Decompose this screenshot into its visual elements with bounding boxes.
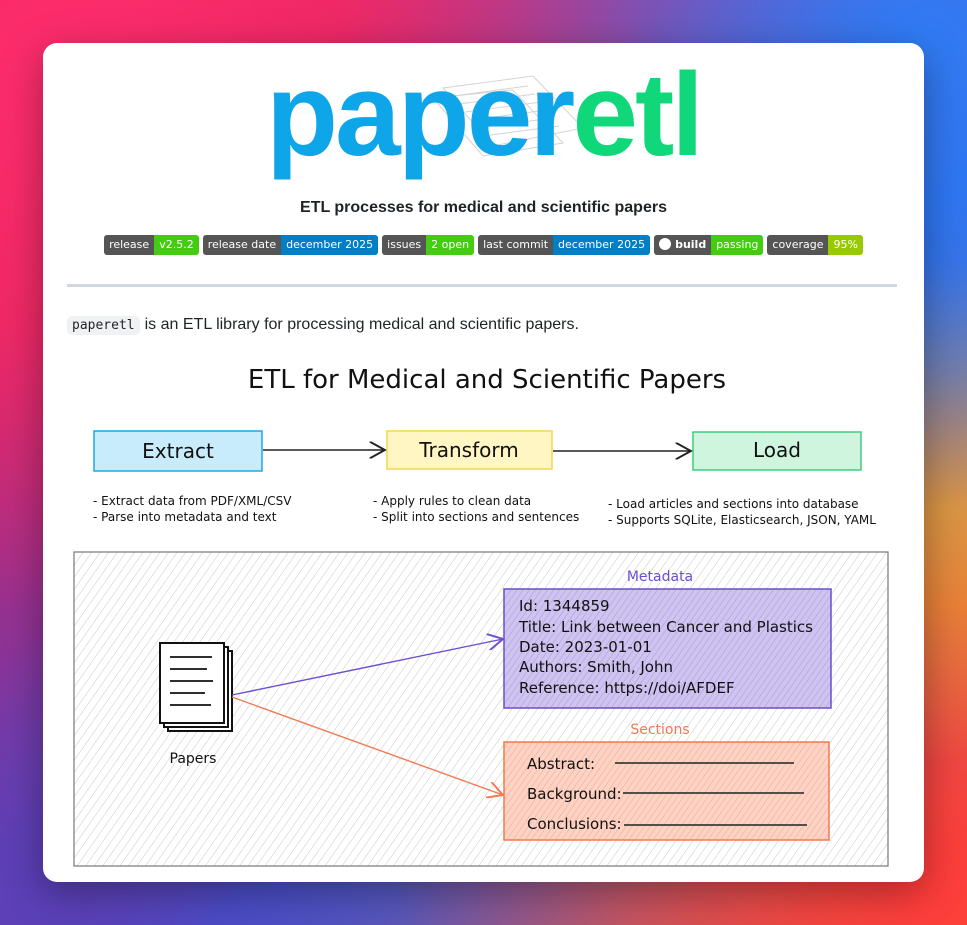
papers-label: Papers — [170, 751, 217, 767]
arrow-papers-metadata — [231, 639, 503, 696]
divider — [67, 284, 897, 287]
badge-value: passing — [711, 235, 764, 255]
paper-sketch-decoration — [431, 75, 584, 157]
metadata-box — [503, 588, 832, 709]
metadata-title: Metadata — [627, 569, 693, 585]
badge-label: release date — [202, 235, 282, 255]
arrow-papers-sections — [231, 696, 503, 795]
badge-value: december 2025 — [553, 235, 651, 255]
badge-value: v2.5.2 — [154, 235, 199, 255]
intro-text: is an ETL library for processing medical… — [144, 316, 579, 333]
logo-part-etl: etl — [572, 49, 704, 181]
stage-load: Load — [692, 431, 862, 471]
sections-title: Sections — [630, 722, 689, 738]
stage-transform: Transform — [386, 430, 553, 470]
logo-part-paper: paper — [265, 49, 575, 181]
badge-value: 95% — [828, 235, 863, 255]
metadata-authors: Authors: Smith, John — [519, 658, 673, 676]
metadata-title-field: Title: Link between Cancer and Plastics — [518, 618, 813, 636]
sections-box — [503, 741, 830, 841]
badge-label: build — [675, 238, 707, 251]
section-background: Background: — [527, 785, 622, 803]
stage-load-label: Load — [753, 438, 801, 462]
badge-label: issues — [382, 235, 427, 255]
papers-document-icon — [159, 642, 233, 732]
badge-value: 2 open — [426, 235, 475, 255]
extract-note-1: - Extract data from PDF/XML/CSV — [93, 494, 292, 508]
stage-transform-label: Transform — [418, 438, 518, 462]
metadata-reference: Reference: https://doi/AFDEF — [519, 679, 735, 697]
extract-note-2: - Parse into metadata and text — [93, 510, 277, 524]
stage-extract: Extract — [93, 430, 263, 472]
github-icon — [659, 238, 672, 250]
badge-label: release — [104, 235, 155, 255]
paperetl-logo: paperetl — [43, 45, 924, 185]
readme-card: paperetl ETL processes for medical and s… — [43, 43, 924, 882]
metadata-date: Date: 2023-01-01 — [519, 638, 652, 656]
load-note-1: - Load articles and sections into databa… — [608, 497, 859, 511]
badge-label: last commit — [478, 235, 554, 255]
inline-code-paperetl: paperetl — [67, 316, 140, 335]
transform-note-1: - Apply rules to clean data — [373, 494, 531, 508]
section-abstract: Abstract: — [527, 755, 595, 773]
badge-label: coverage — [767, 235, 829, 255]
section-conclusions: Conclusions: — [527, 815, 622, 833]
metadata-id: Id: 1344859 — [519, 597, 610, 615]
transform-note-2: - Split into sections and sentences — [373, 510, 579, 524]
load-note-2: - Supports SQLite, Elasticsearch, JSON, … — [608, 513, 876, 527]
badge-value: december 2025 — [281, 235, 379, 255]
etl-diagram: ETL for Medical and Scientific Papers Ex… — [73, 365, 889, 867]
diagram-title: ETL for Medical and Scientific Papers — [248, 365, 726, 395]
stage-extract-label: Extract — [142, 439, 214, 463]
badge-build[interactable]: build passing — [654, 235, 764, 255]
project-subtitle: ETL processes for medical and scientific… — [300, 199, 667, 216]
